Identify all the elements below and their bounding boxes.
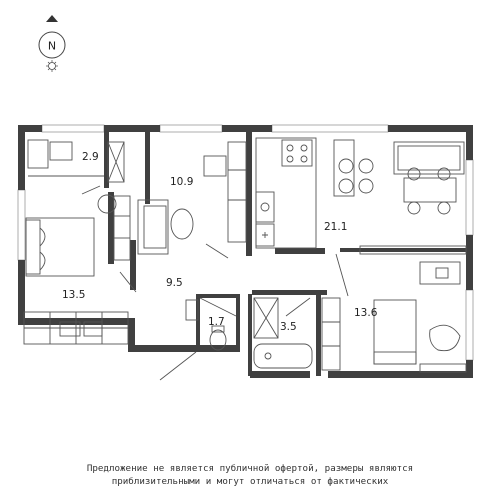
wc-cabinet: [185, 299, 199, 321]
toilet-icon: [209, 329, 227, 351]
right-wardrobe: [321, 297, 341, 371]
console-shelf: [359, 245, 467, 255]
bed-headboard: [25, 219, 41, 275]
area-label-kitchen-niche: 10.9: [170, 176, 193, 188]
armchair-icon: [203, 155, 227, 177]
stove-icon: [281, 139, 313, 167]
walls: [18, 125, 473, 378]
floor-plan: N: [17, 15, 474, 381]
single-bed-icon: [373, 299, 417, 365]
area-label-balcony: 2.9: [82, 151, 99, 163]
area-label-bedroom-left: 13.5: [62, 289, 85, 301]
compass: N: [38, 15, 66, 72]
dining-chair-icon: [407, 201, 421, 215]
sofa-kitchen-icon: [393, 141, 465, 175]
sun-icon: [48, 62, 56, 70]
lamp-icon: [97, 194, 117, 214]
room-labels: 2.9 10.9 21.1 13.5 9.5 1.7 3.5 13.6: [62, 151, 378, 333]
area-label-bedroom-right: 13.6: [354, 307, 378, 319]
sink-icon: [255, 191, 275, 223]
area-label-wc: 1.7: [208, 316, 225, 328]
armchair-right-icon: [429, 324, 461, 352]
area-label-bathroom: 3.5: [280, 321, 297, 333]
north-arrow-icon: [46, 15, 58, 22]
double-bed-icon: [25, 217, 95, 277]
disclaimer-line-2: приблизительными и могут отличаться от ф…: [111, 476, 389, 487]
boxes-icon: [59, 321, 81, 337]
desk-icon: [419, 261, 461, 285]
wardrobe-icon: [107, 141, 125, 183]
fridge-icon: [255, 223, 275, 247]
disclaimer: Предложение не является публичной оферто…: [0, 462, 500, 488]
area-label-hall: 9.5: [166, 277, 183, 289]
island-icon: [333, 139, 355, 197]
disclaimer-line-1: Предложение не является публичной оферто…: [86, 463, 414, 474]
hall-wardrobe: [113, 195, 131, 261]
sofa-icon: [137, 199, 169, 255]
bathtub-icon: [253, 343, 313, 369]
radiator-shelf: [419, 363, 467, 373]
coffee-table-icon: [170, 208, 194, 240]
cabinet-row: [227, 141, 247, 243]
kitchen-counter: [255, 137, 317, 249]
small-table-icon: [49, 141, 73, 161]
chair-icon: [27, 139, 49, 169]
stool-icon: [338, 158, 354, 174]
area-label-living-kitchen: 21.1: [324, 221, 347, 233]
compass-label: N: [48, 40, 56, 53]
dining-table-icon: [403, 177, 457, 203]
washing-machine-icon: [253, 297, 279, 339]
